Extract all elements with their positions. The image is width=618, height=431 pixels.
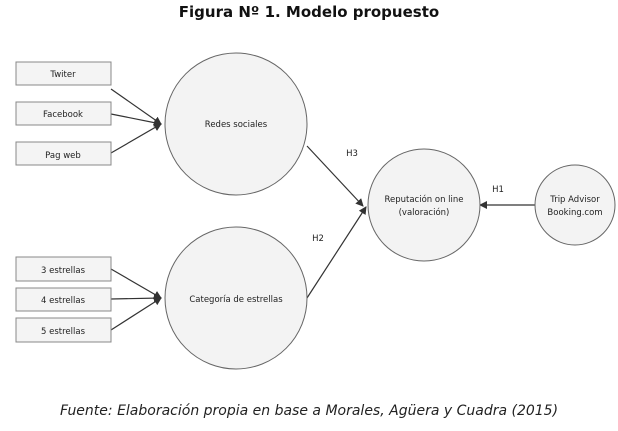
node-label: Categoría de estrellas: [189, 295, 283, 305]
node-redes-sociales: Redes sociales: [164, 52, 308, 196]
edge-facebook-redes: [110, 113, 162, 127]
node-twiter: Twiter: [15, 61, 112, 86]
node-label: Facebook: [43, 110, 83, 120]
node-label: 4 estrellas: [41, 296, 86, 306]
node-label: Trip Advisor: [549, 195, 600, 205]
edge-3-categoria: [110, 268, 162, 299]
node-label: Booking.com: [547, 208, 602, 218]
hypothesis-h1-label: H1: [492, 185, 504, 195]
node-reputacion-online: Reputación on line (valoración): [367, 148, 481, 262]
node-label: (valoración): [399, 207, 450, 218]
node-label: 3 estrellas: [41, 266, 86, 276]
edge-redes-reputacion: [306, 145, 364, 207]
figure-caption: Fuente: Elaboración propia en base a Mor…: [59, 403, 559, 419]
node-label: Twiter: [49, 70, 76, 80]
node-facebook: Facebook: [15, 101, 112, 126]
node-label: Reputación on line: [384, 194, 463, 205]
node-categoria-estrellas: Categoría de estrellas: [164, 226, 308, 370]
edge-categoria-reputacion: [306, 206, 367, 299]
hypothesis-h3-label: H3: [346, 149, 358, 159]
node-label: Pag web: [45, 151, 81, 161]
node-5-estrellas: 5 estrellas: [15, 317, 112, 343]
figure-title: Figura Nº 1. Modelo propuesto: [178, 3, 440, 21]
node-label: Redes sociales: [205, 120, 268, 130]
node-4-estrellas: 4 estrellas: [15, 287, 112, 312]
hypothesis-h2-label: H2: [312, 234, 324, 244]
edge-twiter-redes: [110, 88, 162, 125]
node-label: 5 estrellas: [41, 327, 86, 337]
edge-5-categoria: [110, 297, 162, 331]
node-3-estrellas: 3 estrellas: [15, 256, 112, 282]
edge-pagweb-redes: [110, 123, 162, 154]
edge-4-categoria: [110, 294, 162, 303]
node-pag-web: Pag web: [15, 141, 112, 166]
node-trip-advisor-booking: Trip Advisor Booking.com: [534, 164, 616, 246]
